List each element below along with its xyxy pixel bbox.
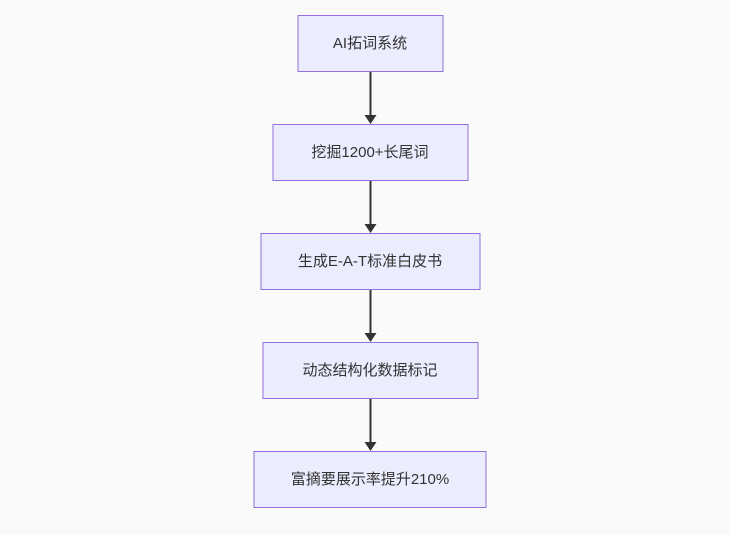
arrowhead-down-icon	[364, 333, 376, 342]
arrowhead-down-icon	[364, 224, 376, 233]
flow-arrow	[364, 72, 377, 124]
flow-node-ai-word-system: AI拓词系统	[297, 15, 443, 72]
flow-node-label: 富摘要展示率提升210%	[290, 471, 450, 488]
arrow-line	[369, 290, 371, 334]
flow-arrow	[364, 399, 377, 451]
arrow-line	[369, 399, 371, 443]
flow-node-eat-whitepaper: 生成E-A-T标准白皮书	[260, 233, 480, 290]
flow-node-label: 挖掘1200+长尾词	[311, 144, 429, 161]
flow-node-label: AI拓词系统	[332, 35, 408, 52]
arrowhead-down-icon	[364, 115, 376, 124]
flow-node-label: 生成E-A-T标准白皮书	[297, 253, 443, 270]
flow-node-label: 动态结构化数据标记	[302, 362, 438, 379]
flow-arrow	[364, 181, 377, 233]
arrowhead-down-icon	[364, 442, 376, 451]
flow-node-rich-snippet-result: 富摘要展示率提升210%	[253, 451, 487, 508]
flow-node-structured-data: 动态结构化数据标记	[262, 342, 478, 399]
flowchart: AI拓词系统 挖掘1200+长尾词 生成E-A-T标准白皮书 动态结构化数据标记	[253, 15, 487, 508]
arrow-line	[369, 181, 371, 225]
flow-arrow	[364, 290, 377, 342]
arrow-line	[369, 72, 371, 116]
flow-node-longtail-mining: 挖掘1200+长尾词	[272, 124, 468, 181]
